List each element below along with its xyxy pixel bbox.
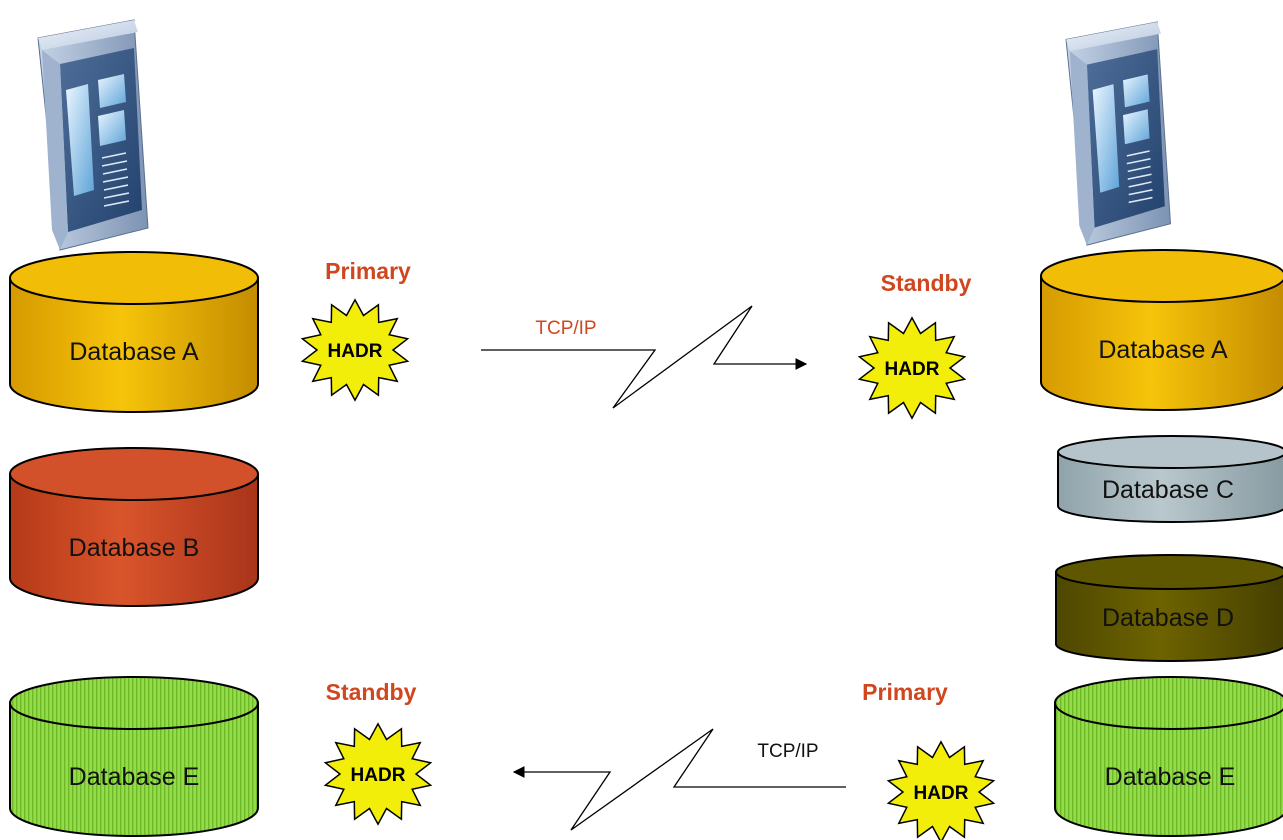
left-database-b: Database B [9, 447, 259, 607]
left-database-a-label: Database A [69, 338, 199, 366]
right-database-a-label: Database A [1098, 336, 1228, 364]
starburst-icon [300, 298, 410, 402]
right-database-e: Database E [1054, 676, 1283, 837]
right-database-c-label: Database C [1102, 476, 1234, 504]
right-database-a: Database A [1040, 249, 1283, 411]
starburst-icon [323, 722, 433, 826]
top-left-role-label: Primary [325, 258, 411, 284]
top-left-hadr-badge: HADR [300, 298, 410, 402]
top-right-hadr-label: HADR [885, 359, 940, 380]
starburst-icon [857, 316, 967, 420]
bottom-tcpip-link [512, 728, 846, 831]
bottom-right-hadr-badge: HADR [886, 740, 996, 840]
top-tcpip-label: TCP/IP [535, 318, 596, 339]
bottom-left-role-label: Standby [326, 679, 417, 705]
left-database-e: Database E [9, 676, 259, 837]
bottom-left-hadr-badge: HADR [323, 722, 433, 826]
right-database-d-label: Database D [1102, 604, 1234, 632]
right-database-e-label: Database E [1105, 763, 1236, 791]
right-server-icon [1065, 21, 1172, 246]
bottom-right-hadr-label: HADR [914, 783, 969, 804]
top-tcpip-link [481, 305, 808, 409]
top-right-hadr-badge: HADR [857, 316, 967, 420]
bottom-left-hadr-label: HADR [351, 765, 406, 786]
left-server-icon [37, 19, 149, 251]
left-database-a: Database A [9, 251, 259, 413]
right-database-c: Database C [1057, 435, 1283, 523]
bottom-right-role-label: Primary [862, 679, 948, 705]
top-right-role-label: Standby [881, 270, 972, 296]
bottom-tcpip-label: TCP/IP [757, 741, 818, 762]
top-left-hadr-label: HADR [328, 341, 383, 362]
right-database-d: Database D [1055, 554, 1283, 662]
left-database-b-label: Database B [69, 534, 200, 562]
starburst-icon [886, 740, 996, 840]
left-database-e-label: Database E [69, 763, 200, 791]
